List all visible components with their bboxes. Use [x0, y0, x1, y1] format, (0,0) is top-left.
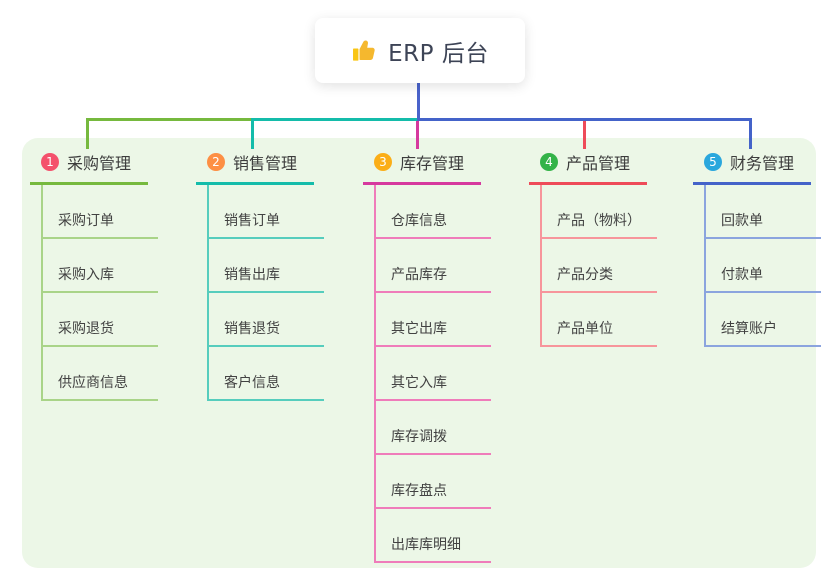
sub-item[interactable]: 供应商信息: [43, 347, 158, 401]
root-node-label: ERP 后台: [388, 40, 489, 67]
sub-item[interactable]: 产品分类: [542, 239, 657, 293]
root-node[interactable]: ERP 后台: [315, 18, 525, 83]
connector-segment-purchase: [86, 118, 254, 121]
branch-header[interactable]: 5 财务管理: [693, 148, 811, 185]
connector-stub-sales: [251, 119, 254, 149]
sub-item[interactable]: 其它入库: [376, 347, 491, 401]
sub-item[interactable]: 其它出库: [376, 293, 491, 347]
connector-segment-finance: [417, 118, 752, 121]
sub-item[interactable]: 产品（物料）: [542, 185, 657, 239]
branch-header[interactable]: 1 采购管理: [30, 148, 148, 185]
branch: 5 财务管理 回款单付款单结算账户: [693, 148, 821, 347]
branch-number-badge: 2: [207, 153, 225, 171]
connector-stub-product: [583, 119, 586, 149]
mindmap-canvas-panel: [22, 138, 816, 568]
sub-item[interactable]: 结算账户: [706, 293, 821, 347]
sub-item[interactable]: 销售订单: [209, 185, 324, 239]
thumbs-up-icon: [351, 37, 378, 64]
branch-number-badge: 5: [704, 153, 722, 171]
sub-item[interactable]: 产品库存: [376, 239, 491, 293]
branch: 3 库存管理 仓库信息产品库存其它出库其它入库库存调拨库存盘点出库库明细: [363, 148, 491, 563]
sub-item[interactable]: 采购订单: [43, 185, 158, 239]
sub-item[interactable]: 采购退货: [43, 293, 158, 347]
sub-item[interactable]: 回款单: [706, 185, 821, 239]
branch-title: 产品管理: [566, 154, 631, 173]
branch-header[interactable]: 3 库存管理: [363, 148, 481, 185]
sub-item[interactable]: 销售退货: [209, 293, 324, 347]
sub-item[interactable]: 客户信息: [209, 347, 324, 401]
sub-item[interactable]: 仓库信息: [376, 185, 491, 239]
branch-number-badge: 1: [41, 153, 59, 171]
sub-item[interactable]: 销售出库: [209, 239, 324, 293]
branch: 4 产品管理 产品（物料）产品分类产品单位: [529, 148, 657, 347]
branch-children-list: 回款单付款单结算账户: [704, 185, 821, 347]
branch: 2 销售管理 销售订单销售出库销售退货客户信息: [196, 148, 324, 401]
sub-item[interactable]: 库存盘点: [376, 455, 491, 509]
connector-stub-purchase: [86, 119, 89, 149]
sub-item[interactable]: 产品单位: [542, 293, 657, 347]
branch-children-list: 产品（物料）产品分类产品单位: [540, 185, 657, 347]
branch-children-list: 销售订单销售出库销售退货客户信息: [207, 185, 324, 401]
sub-item[interactable]: 出库库明细: [376, 509, 491, 563]
connector-stub-finance: [749, 119, 752, 149]
branch-children-list: 仓库信息产品库存其它出库其它入库库存调拨库存盘点出库库明细: [374, 185, 491, 563]
branch-children-list: 采购订单采购入库采购退货供应商信息: [41, 185, 158, 401]
branch-header[interactable]: 2 销售管理: [196, 148, 314, 185]
branch-header[interactable]: 4 产品管理: [529, 148, 647, 185]
branch-number-badge: 4: [540, 153, 558, 171]
connector-trunk: [417, 83, 420, 121]
sub-item[interactable]: 库存调拨: [376, 401, 491, 455]
branch-title: 库存管理: [400, 154, 465, 173]
branch: 1 采购管理 采购订单采购入库采购退货供应商信息: [30, 148, 158, 401]
branch-title: 销售管理: [233, 154, 298, 173]
sub-item[interactable]: 采购入库: [43, 239, 158, 293]
branch-title: 采购管理: [67, 154, 132, 173]
branch-title: 财务管理: [730, 154, 795, 173]
connector-stub-inventory: [416, 121, 419, 149]
sub-item[interactable]: 付款单: [706, 239, 821, 293]
connector-segment-sales: [251, 118, 420, 121]
branch-number-badge: 3: [374, 153, 392, 171]
